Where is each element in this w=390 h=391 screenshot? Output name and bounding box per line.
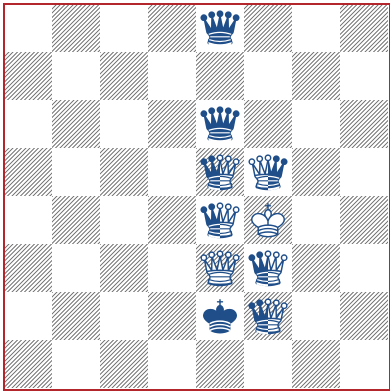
square-e3[interactable] [196, 244, 244, 292]
square-b6[interactable] [52, 100, 100, 148]
square-d2[interactable] [148, 292, 196, 340]
square-b4[interactable] [52, 196, 100, 244]
square-a8[interactable] [4, 4, 52, 52]
chess-board [4, 4, 388, 388]
square-h2[interactable] [340, 292, 388, 340]
square-d1[interactable] [148, 340, 196, 388]
square-c7[interactable] [100, 52, 148, 100]
square-a2[interactable] [4, 292, 52, 340]
square-e6[interactable] [196, 100, 244, 148]
square-c2[interactable] [100, 292, 148, 340]
square-g4[interactable] [292, 196, 340, 244]
square-c1[interactable] [100, 340, 148, 388]
blue-queen-icon[interactable] [244, 292, 292, 340]
white-king-icon[interactable] [244, 196, 292, 244]
square-h8[interactable] [340, 4, 388, 52]
square-a7[interactable] [4, 52, 52, 100]
blue-king-icon[interactable] [196, 292, 244, 340]
square-f2[interactable] [244, 292, 292, 340]
square-b5[interactable] [52, 148, 100, 196]
square-f7[interactable] [244, 52, 292, 100]
square-g1[interactable] [292, 340, 340, 388]
square-e1[interactable] [196, 340, 244, 388]
square-c5[interactable] [100, 148, 148, 196]
square-c6[interactable] [100, 100, 148, 148]
blue-queen-icon[interactable] [196, 196, 244, 244]
square-a6[interactable] [4, 100, 52, 148]
square-f4[interactable] [244, 196, 292, 244]
blue-queen-icon[interactable] [196, 4, 244, 52]
square-b7[interactable] [52, 52, 100, 100]
square-e5[interactable] [196, 148, 244, 196]
square-g6[interactable] [292, 100, 340, 148]
square-f8[interactable] [244, 4, 292, 52]
blue-queen-icon[interactable] [196, 148, 244, 196]
square-b8[interactable] [52, 4, 100, 52]
square-h4[interactable] [340, 196, 388, 244]
blue-queen-icon[interactable] [244, 244, 292, 292]
white-queen-icon[interactable] [196, 244, 244, 292]
square-d8[interactable] [148, 4, 196, 52]
square-h1[interactable] [340, 340, 388, 388]
square-g5[interactable] [292, 148, 340, 196]
square-c3[interactable] [100, 244, 148, 292]
blue-queen-icon[interactable] [244, 148, 292, 196]
square-f1[interactable] [244, 340, 292, 388]
square-a5[interactable] [4, 148, 52, 196]
blue-queen-icon[interactable] [196, 100, 244, 148]
square-h3[interactable] [340, 244, 388, 292]
square-a1[interactable] [4, 340, 52, 388]
square-d7[interactable] [148, 52, 196, 100]
square-h6[interactable] [340, 100, 388, 148]
square-g7[interactable] [292, 52, 340, 100]
square-h5[interactable] [340, 148, 388, 196]
square-b2[interactable] [52, 292, 100, 340]
square-g2[interactable] [292, 292, 340, 340]
square-a3[interactable] [4, 244, 52, 292]
square-e4[interactable] [196, 196, 244, 244]
square-e7[interactable] [196, 52, 244, 100]
square-g8[interactable] [292, 4, 340, 52]
square-d4[interactable] [148, 196, 196, 244]
square-d6[interactable] [148, 100, 196, 148]
square-e8[interactable] [196, 4, 244, 52]
square-f3[interactable] [244, 244, 292, 292]
square-h7[interactable] [340, 52, 388, 100]
square-g3[interactable] [292, 244, 340, 292]
square-b1[interactable] [52, 340, 100, 388]
square-d5[interactable] [148, 148, 196, 196]
square-c4[interactable] [100, 196, 148, 244]
square-e2[interactable] [196, 292, 244, 340]
square-c8[interactable] [100, 4, 148, 52]
square-f5[interactable] [244, 148, 292, 196]
square-d3[interactable] [148, 244, 196, 292]
square-a4[interactable] [4, 196, 52, 244]
square-f6[interactable] [244, 100, 292, 148]
square-b3[interactable] [52, 244, 100, 292]
